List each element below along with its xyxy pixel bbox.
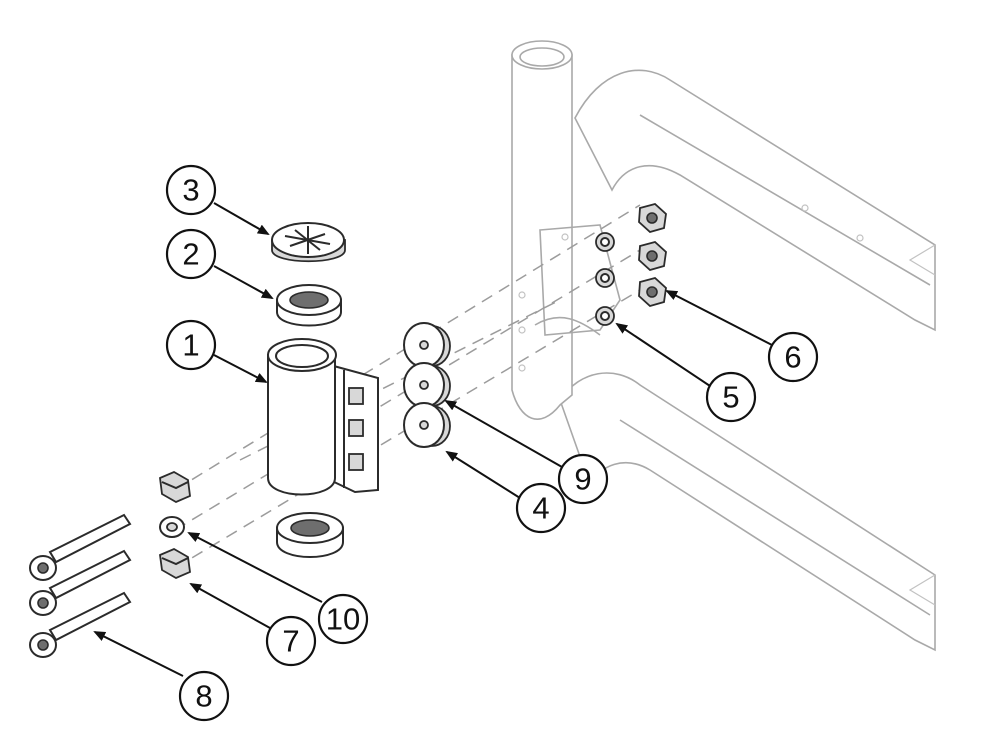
callout-10: 10 bbox=[317, 593, 369, 645]
callout-8: 8 bbox=[178, 670, 230, 722]
part-cap bbox=[271, 222, 346, 263]
part-bolts bbox=[29, 513, 132, 658]
bolt-middle bbox=[29, 549, 132, 616]
part-nuts-right bbox=[638, 203, 667, 308]
part-spacers bbox=[403, 322, 451, 448]
part-washers-right bbox=[595, 232, 615, 326]
leader-lines bbox=[93, 202, 773, 677]
callout-8-label: 8 bbox=[195, 679, 212, 714]
callout-6-label: 6 bbox=[784, 340, 801, 375]
callout-5: 5 bbox=[705, 371, 757, 423]
spacer-top bbox=[403, 322, 451, 368]
spacer-bottom bbox=[403, 402, 451, 448]
callout-1-label: 1 bbox=[182, 328, 199, 363]
part-lower-bearing bbox=[276, 512, 344, 558]
callout-9-label: 9 bbox=[574, 462, 591, 497]
callout-4: 4 bbox=[515, 482, 567, 534]
part-upper-bearing bbox=[276, 284, 342, 327]
part-housing bbox=[267, 338, 379, 496]
callout-2-label: 2 bbox=[182, 237, 199, 272]
callout-9: 9 bbox=[557, 453, 609, 505]
callout-7: 7 bbox=[265, 615, 317, 667]
callout-7-label: 7 bbox=[282, 624, 299, 659]
spacer-middle bbox=[403, 362, 451, 408]
part-left-nut-top bbox=[159, 470, 191, 504]
callout-10-label: 10 bbox=[326, 602, 360, 637]
callout-5-label: 5 bbox=[722, 380, 739, 415]
bolt-top bbox=[29, 513, 132, 581]
callout-2: 2 bbox=[165, 228, 217, 280]
bolt-bottom bbox=[29, 591, 132, 658]
callout-6: 6 bbox=[767, 331, 819, 383]
part-nut-7 bbox=[159, 547, 191, 580]
callout-3: 3 bbox=[165, 164, 217, 216]
callout-1: 1 bbox=[165, 319, 217, 371]
chair-frame bbox=[511, 40, 936, 652]
part-washer-10 bbox=[159, 516, 185, 538]
callout-4-label: 4 bbox=[532, 491, 549, 526]
callout-3-label: 3 bbox=[182, 173, 199, 208]
